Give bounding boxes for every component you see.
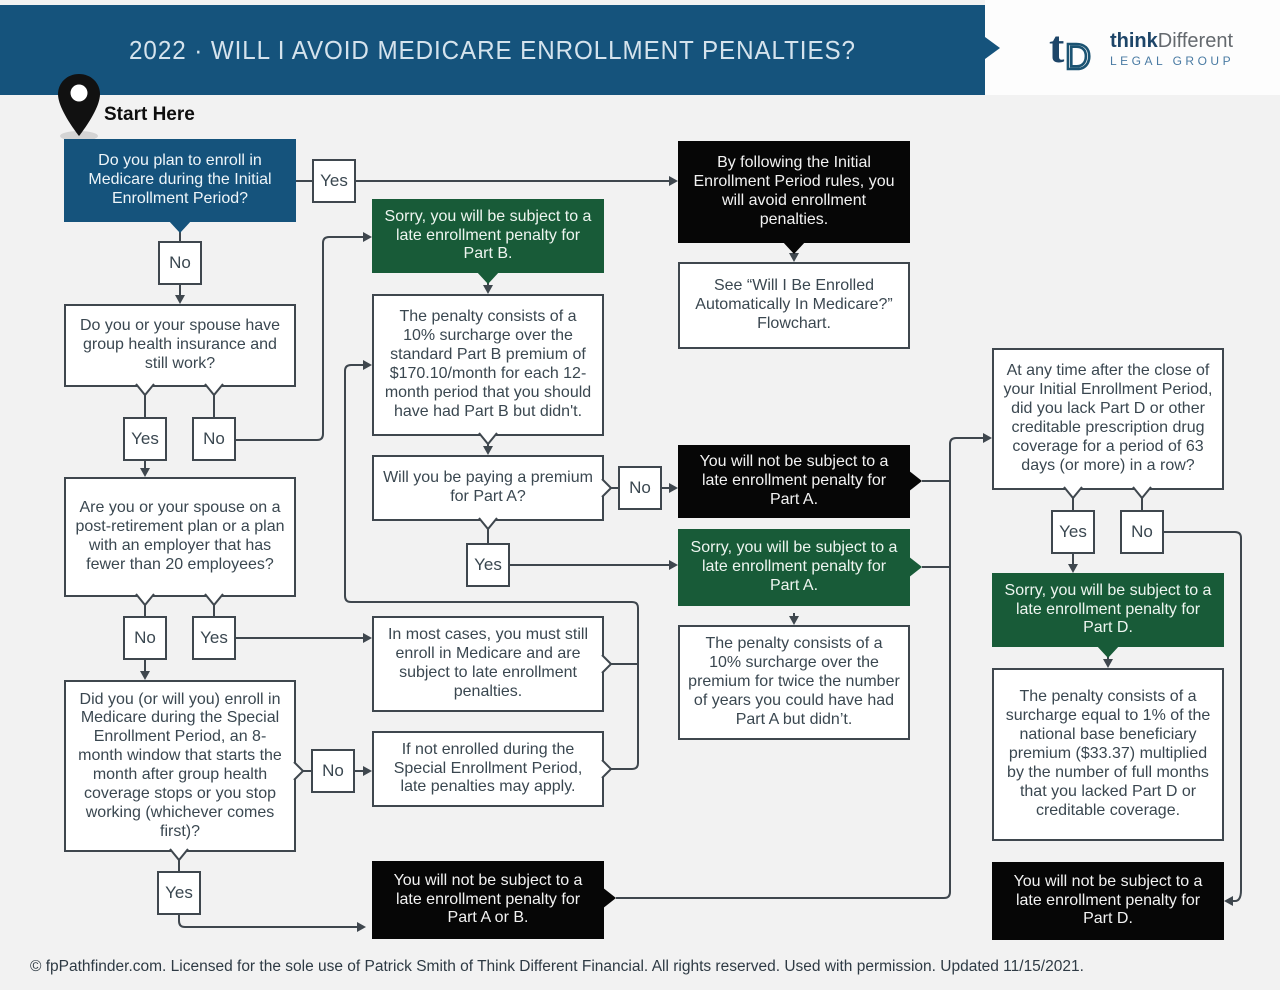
node-no-penalty-part-a-or-b: You will not be subject to a late enroll… <box>372 861 604 939</box>
node-penalty-part-d: Sorry, you will be subject to a late enr… <box>992 573 1224 647</box>
footer-license-text: © fpPathfinder.com. Licensed for the sol… <box>30 958 1084 975</box>
node-penalty-part-a: Sorry, you will be subject to a late enr… <box>678 529 910 606</box>
node-penalty-part-b: Sorry, you will be subject to a late enr… <box>372 199 604 273</box>
svg-text:t: t <box>1049 22 1065 72</box>
node-q5: Did you (or will you) enroll in Medicare… <box>64 680 296 852</box>
header-logo-area <box>985 0 1280 95</box>
page-title: 2022 · WILL I AVOID MEDICARE ENROLLMENT … <box>129 34 856 65</box>
decision-q5-yes: Yes <box>157 871 201 915</box>
map-pin-icon <box>58 74 100 141</box>
logo-text: thinkDifferent LEGAL GROUP <box>1110 30 1234 68</box>
node-part-a-penalty-detail: The penalty consists of a 10% surcharge … <box>678 625 910 740</box>
node-no-penalty-part-a: You will not be subject to a late enroll… <box>678 445 910 518</box>
logo-subtitle: LEGAL GROUP <box>1110 54 1235 68</box>
decision-q6-yes: Yes <box>1051 510 1095 554</box>
logo-name: thinkDifferent <box>1110 30 1234 53</box>
node-q6: At any time after the close of your Init… <box>992 348 1224 490</box>
decision-q4-no: No <box>123 616 167 660</box>
decision-q1-no: No <box>158 241 202 285</box>
node-sep-late-penalties: If not enrolled during the Special Enrol… <box>372 731 604 807</box>
decision-q3-no: No <box>618 466 662 510</box>
node-part-d-penalty-detail: The penalty consists of a surcharge equa… <box>992 668 1224 841</box>
box-tails <box>168 220 1120 909</box>
decision-q6-no: No <box>1120 510 1164 554</box>
node-part-b-penalty-detail: The penalty consists of a 10% surcharge … <box>372 294 604 436</box>
logo-name-bold: think <box>1110 30 1158 52</box>
svg-text:D: D <box>1065 36 1091 76</box>
company-logo: t D thinkDifferent LEGAL GROUP <box>1048 22 1234 76</box>
header-banner: 2022 · WILL I AVOID MEDICARE ENROLLMENT … <box>0 5 985 95</box>
decision-q2-no: No <box>192 417 236 461</box>
logo-monogram-icon: t D <box>1049 22 1092 76</box>
decision-q1-yes: Yes <box>312 159 356 203</box>
node-avoid-penalties: By following the Initial Enrollment Peri… <box>678 141 910 243</box>
decision-q3-yes: Yes <box>466 543 510 587</box>
decision-q5-no: No <box>311 749 355 793</box>
header-arrow-icon <box>985 37 1000 59</box>
node-must-still-enroll: In most cases, you must still enroll in … <box>372 616 604 712</box>
start-here-label: Start Here <box>104 104 195 125</box>
node-q3: Will you be paying a premium for Part A? <box>372 455 604 521</box>
node-q1: Do you plan to enroll in Medicare during… <box>64 139 296 222</box>
node-q4: Are you or your spouse on a post-retirem… <box>64 477 296 597</box>
node-q2: Do you or your spouse have group health … <box>64 304 296 387</box>
decision-q4-yes: Yes <box>192 616 236 660</box>
logo-name-light: Different <box>1157 30 1234 52</box>
decision-q2-yes: Yes <box>123 417 167 461</box>
node-see-flowchart: See “Will I Be Enrolled Automatically In… <box>678 262 910 349</box>
node-no-penalty-part-d: You will not be subject to a late enroll… <box>992 862 1224 940</box>
